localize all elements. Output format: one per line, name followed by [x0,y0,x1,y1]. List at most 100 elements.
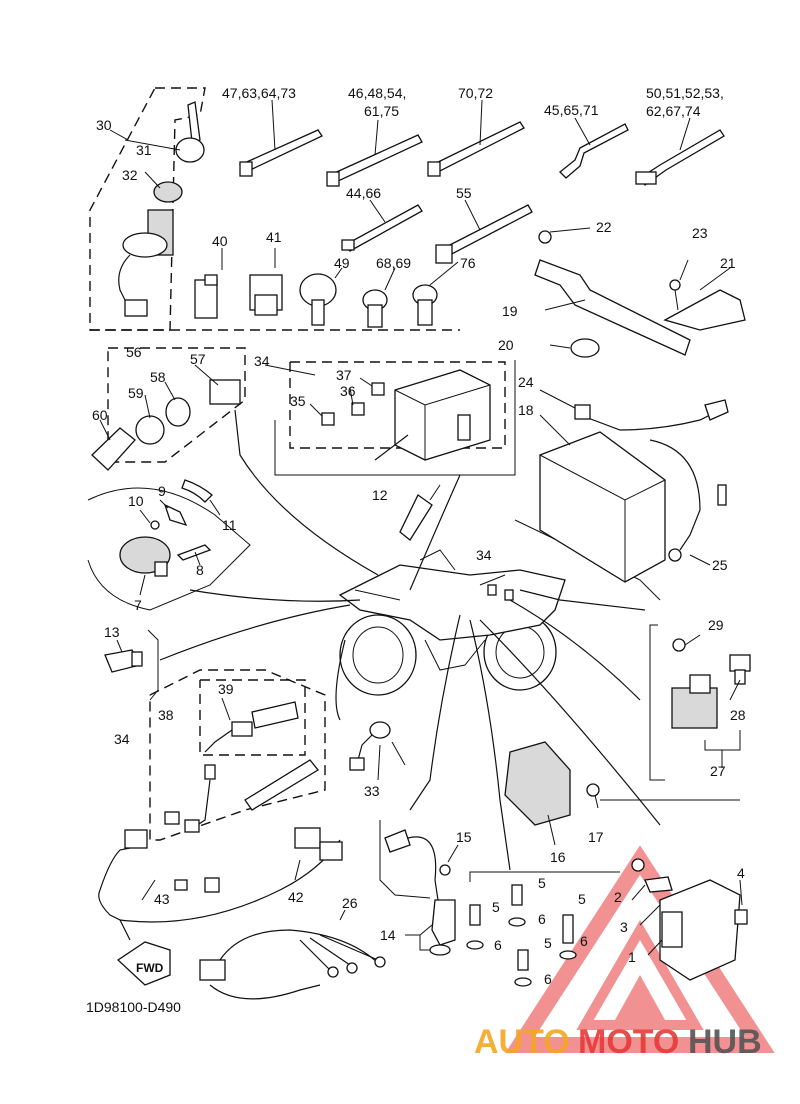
label-4: 4 [737,865,745,881]
divider-right [649,624,665,781]
watermark-moto: MOTO [578,1023,679,1061]
clamp-76 [412,261,459,326]
callout-labels: 30 31 32 47,63,64,73 46,48,54, 61,75 70,… [86,85,746,1015]
group-56-box [107,347,246,463]
label-23: 23 [692,225,708,241]
label-31: 31 [136,142,152,158]
leader-harness [234,409,379,576]
cable-tie-50 [635,117,725,186]
switch-33 [349,721,406,781]
label-15: 15 [456,829,472,845]
label-57: 57 [190,351,206,367]
label-6b: 6 [580,933,588,949]
label-68: 68,69 [376,255,411,271]
label-9: 9 [158,483,166,499]
label-34-mid: 34 [476,547,492,563]
label-7: 7 [134,597,142,613]
label-8: 8 [196,562,204,578]
label-49: 49 [334,255,350,271]
label-59: 59 [128,385,144,401]
connector-40 [194,248,223,319]
label-12: 12 [372,487,388,503]
horn-relay-group [119,479,221,596]
label-29: 29 [708,617,724,633]
cable-tie-47 [238,99,323,177]
label-10: 10 [128,493,144,509]
label-39: 39 [218,681,234,697]
label-6c: 6 [494,937,502,953]
cable-tie-45 [559,117,629,179]
starter-relay [671,634,751,768]
label-25: 25 [712,557,728,573]
watermark-hub: HUB [688,1023,762,1061]
leader-13 [159,604,351,661]
fwd-label: FWD [136,961,164,975]
label-56: 56 [126,344,142,360]
label-47: 47,63,64,73 [222,85,296,101]
label-6d: 6 [544,971,552,987]
label-13: 13 [104,624,120,640]
label-17: 17 [588,829,604,845]
label-45: 45,65,71 [544,102,599,118]
label-26: 26 [342,895,358,911]
label-5d: 5 [544,935,552,951]
label-19: 19 [502,303,518,319]
label-5b: 5 [492,899,500,915]
label-42: 42 [288,889,304,905]
cable-tie-55 [435,199,533,264]
label-22: 22 [596,219,612,235]
label-30: 30 [96,117,112,133]
label-41: 41 [266,229,282,245]
label-70: 70,72 [458,85,493,101]
rectifier-16 [504,741,600,846]
label-55: 55 [456,185,472,201]
leader-33 [409,614,461,811]
connector-41 [249,248,283,316]
cable-tie-70 [427,99,525,177]
label-35: 35 [290,393,306,409]
label-6a: 6 [538,911,546,927]
group-30-box [89,87,206,331]
ecu-unit [631,858,748,981]
divider-13 [147,629,159,701]
bolts-5-6 [466,871,620,987]
label-1: 1 [628,949,636,965]
divider-mid-left [87,487,251,611]
sub-harness-group [164,697,319,833]
label-44: 44,66 [346,185,381,201]
cable-tie-44 [341,199,423,252]
leader-fuse [409,474,461,591]
watermark-text: AUTO MOTO HUB [474,1023,762,1061]
label-37: 37 [336,367,352,383]
label-38: 38 [158,707,174,723]
label-3: 3 [620,919,628,935]
label-16: 16 [550,849,566,865]
watermark-auto: AUTO [474,1023,570,1061]
main-switch-assembly [109,101,205,317]
socket-assembly [91,364,241,471]
label-46-line1: 46,48,54, [348,85,406,101]
spark-plug [399,484,441,541]
label-58: 58 [150,369,166,385]
label-40: 40 [212,233,228,249]
label-46-line2: 61,75 [364,103,399,119]
clamp-68 [362,267,396,328]
sensor-14 [379,820,459,956]
group-38-box [199,679,306,756]
main-harness [98,827,386,1000]
label-76: 76 [460,255,476,271]
label-28: 28 [730,707,746,723]
leader-harness-34 [335,639,346,721]
label-43: 43 [154,891,170,907]
battery-bracket [534,227,746,358]
divider-fuse [274,360,516,476]
label-5c: 5 [578,891,586,907]
clamp-49 [299,267,343,326]
label-60: 60 [92,407,108,423]
fwd-arrow: FWD [116,941,171,986]
label-14: 14 [380,927,396,943]
leader-16 [469,619,511,871]
fuse-box-assembly [264,364,491,461]
label-27: 27 [710,763,726,779]
